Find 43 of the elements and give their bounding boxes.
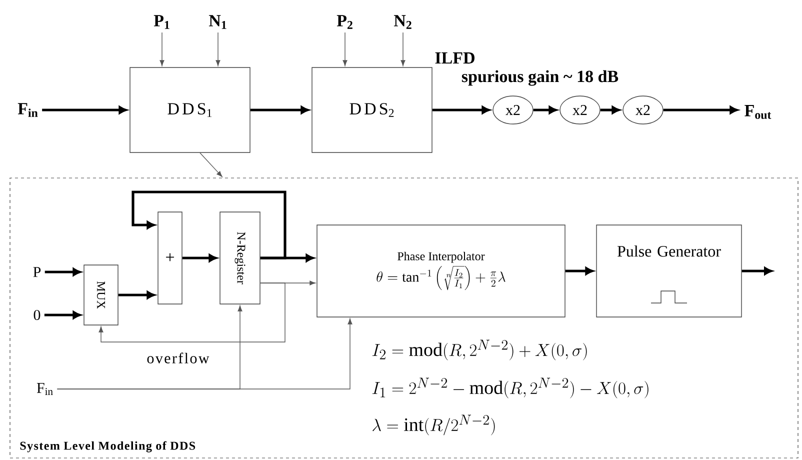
arrow — [742, 267, 772, 275]
signal-label: F$_{in}$ — [36, 383, 53, 395]
annotation: spurious gain ~ 18 dB — [462, 70, 618, 86]
signal-label: F$_{out}$ — [744, 105, 772, 119]
arrow — [533, 106, 557, 114]
block-box: DDS$_{1}$ — [130, 67, 250, 153]
signal-label: N$_{2}$ — [394, 15, 412, 29]
arrow — [565, 267, 594, 275]
block-box: MUX — [84, 264, 118, 326]
edge-label: overflow — [146, 352, 210, 364]
frame-title: System Level Modeling of DDS — [20, 441, 196, 452]
arrow — [56, 318, 352, 390]
generator-box: Pulse Generator — [596, 224, 742, 318]
arrow — [432, 106, 490, 114]
block-box: DDS$_{2}$ — [312, 67, 432, 153]
arrow — [44, 268, 81, 276]
equation: $I_1 = 2^{N-2} - \mathrm{mod}(R,2^{N-2}) - X(0,\sigma)$ — [372, 378, 648, 398]
arrow — [250, 106, 309, 114]
signal-label: 0 — [34, 310, 40, 320]
arrow — [98, 282, 286, 342]
arrow — [663, 106, 738, 114]
signal-label: P$_{2}$ — [336, 15, 352, 29]
signal-label: N$_{1}$ — [208, 15, 226, 29]
arrow — [182, 254, 217, 262]
arrow — [342, 32, 348, 66]
arrow — [160, 32, 164, 66]
arrow — [200, 152, 222, 177]
arrow — [400, 32, 406, 66]
arrow — [118, 291, 155, 299]
block-box: N-Register — [220, 212, 260, 304]
signal-label: P$_{1}$ — [154, 15, 170, 29]
arrow — [132, 190, 286, 260]
annotation: ILFD — [435, 52, 474, 64]
signal-label: P — [33, 267, 41, 277]
equation: $I_2 = \mathrm{mod}(R,2^{N-2}) + X(0,\sigma)$ — [372, 340, 587, 360]
arrow — [600, 106, 620, 114]
block-box: + — [158, 212, 182, 304]
arrow — [216, 32, 220, 66]
signal-label: F$_{in}$ — [18, 103, 38, 117]
interpolator-box: Phase Interpolator $\theta = \tan^{-1}\left(\sqrt[n]{\frac{I_2}{I_1}}\right) + \frac{\pi}{2}\lambda$ — [316, 224, 566, 318]
arrow — [42, 106, 127, 114]
arrow — [44, 311, 81, 319]
equation: $\lambda = \mathrm{int}(R/2^{N-2})$ — [372, 414, 495, 436]
